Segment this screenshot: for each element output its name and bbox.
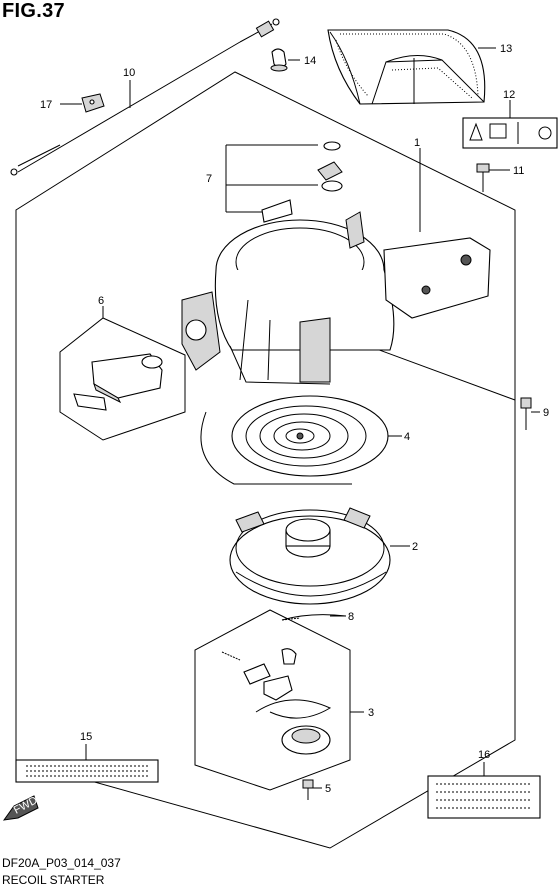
grommet-part-14 [270, 48, 288, 72]
callout-3: 3 [368, 707, 374, 719]
callout-11: 11 [513, 165, 524, 177]
clip-part-17 [81, 93, 105, 113]
callout-16: 16 [478, 749, 490, 761]
callout-6: 6 [98, 295, 104, 307]
pad-part-13 [327, 29, 486, 105]
rope-part-8 [281, 614, 347, 621]
fwd-arrow-icon: FWD [2, 794, 40, 821]
bolt-part-9 [520, 397, 532, 430]
callout-12: 12 [503, 89, 515, 101]
spring-part-4 [200, 395, 389, 485]
figure-name: RECOIL STARTER [2, 873, 105, 887]
callout-15: 15 [80, 731, 92, 743]
leader-lines [60, 47, 540, 789]
callout-14: 14 [304, 55, 316, 67]
assembly-frame [15, 71, 516, 849]
callout-13: 13 [500, 43, 512, 55]
callout-4: 4 [404, 431, 410, 443]
cable-part-10 [10, 18, 280, 176]
callout-9: 9 [543, 407, 549, 419]
label-part-12 [462, 117, 558, 149]
callout-8: 8 [348, 611, 354, 623]
bolt-part-11 [476, 163, 490, 192]
callout-1: 1 [414, 137, 420, 149]
figure-code: DF20A_P03_014_037 [2, 856, 121, 870]
callout-5: 5 [325, 783, 331, 795]
reel-part-2 [229, 507, 391, 605]
housing-part-1 [181, 211, 491, 385]
kit-part-3 [194, 609, 351, 791]
handle-part-6 [59, 317, 186, 441]
screw-part-5 [302, 779, 314, 800]
callout-17: 17 [40, 99, 52, 111]
label-part-16 [427, 775, 541, 819]
callout-7: 7 [206, 173, 212, 185]
parts-group-7 [225, 141, 343, 223]
callout-10: 10 [123, 67, 135, 79]
figure-title: FIG.37 [2, 0, 65, 22]
callout-2: 2 [412, 541, 418, 553]
label-part-15 [15, 759, 159, 783]
